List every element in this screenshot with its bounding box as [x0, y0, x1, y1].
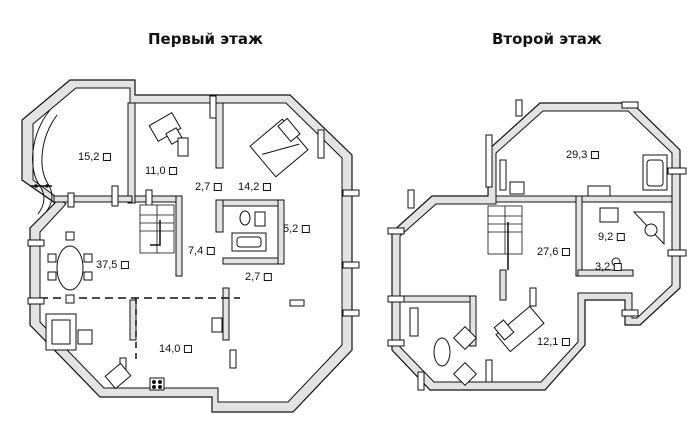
floor-1-interior-walls — [53, 102, 285, 341]
area-unit-box-9 — [590, 151, 599, 159]
room-area-1-5: 5,2 — [283, 223, 298, 235]
floor-1-stove — [104, 317, 223, 391]
floor-1-desk — [148, 112, 189, 157]
floor-1-floor-area — [32, 87, 343, 403]
area-unit-box-1 — [169, 167, 178, 175]
area-unit-box-11 — [616, 233, 625, 241]
room-area-1-1: 15,2 — [78, 151, 99, 163]
floor-1-stairs — [139, 204, 175, 254]
room-area-2-2: 27,6 — [537, 246, 558, 258]
area-unit-box-5 — [206, 247, 215, 255]
room-area-1-3: 2,7 — [195, 181, 210, 193]
room-area-2-3: 9,2 — [598, 231, 613, 243]
area-unit-box-0 — [102, 153, 111, 161]
area-unit-box-12 — [613, 263, 622, 271]
floor-1-title: Первый этаж — [148, 30, 263, 48]
room-area-1-2: 11,0 — [145, 165, 166, 177]
floor-2-furniture — [409, 307, 478, 387]
floor-2-bed — [493, 305, 545, 353]
room-area-2-4: 3,2 — [595, 261, 610, 273]
area-unit-box-13 — [561, 338, 570, 346]
room-area-2-5: 12,1 — [537, 336, 558, 348]
floor-1-sofa — [45, 313, 93, 351]
area-unit-box-10 — [561, 248, 570, 256]
area-unit-box-4 — [301, 225, 310, 233]
room-area-1-4: 14,2 — [238, 181, 259, 193]
floor-2-floor-area — [399, 110, 673, 383]
floor-2-plan — [387, 99, 687, 391]
floor-1-double-bed — [249, 117, 309, 178]
floor-1-bath-fixtures — [231, 210, 267, 252]
room-area-1-9: 14,0 — [159, 343, 180, 355]
area-markers — [102, 151, 625, 353]
floor-2-bath-fixtures — [509, 154, 668, 267]
area-unit-box-3 — [262, 183, 271, 191]
floor-1-plan — [21, 79, 360, 413]
room-area-1-7: 37,5 — [96, 259, 117, 271]
floor-1-porch-curve-inner — [41, 114, 58, 213]
floor-2-stairs — [487, 205, 523, 270]
area-unit-box-6 — [120, 261, 129, 269]
room-area-1-8: 2,7 — [245, 271, 260, 283]
floor-1-log-ends — [27, 95, 360, 377]
floor-2-log-ends — [387, 99, 687, 391]
room-area-1-6: 7,4 — [188, 245, 203, 257]
room-area-2-1: 29,3 — [566, 149, 587, 161]
area-unit-box-2 — [213, 183, 222, 191]
room-areas: 15,2 11,0 2,7 14,2 5,2 7,4 37,5 2,7 14,0… — [78, 149, 613, 355]
area-unit-box-8 — [183, 345, 192, 353]
area-unit-box-7 — [263, 273, 272, 281]
floor-1-dining-set — [47, 231, 93, 304]
floor-2-title: Второй этаж — [492, 30, 602, 48]
